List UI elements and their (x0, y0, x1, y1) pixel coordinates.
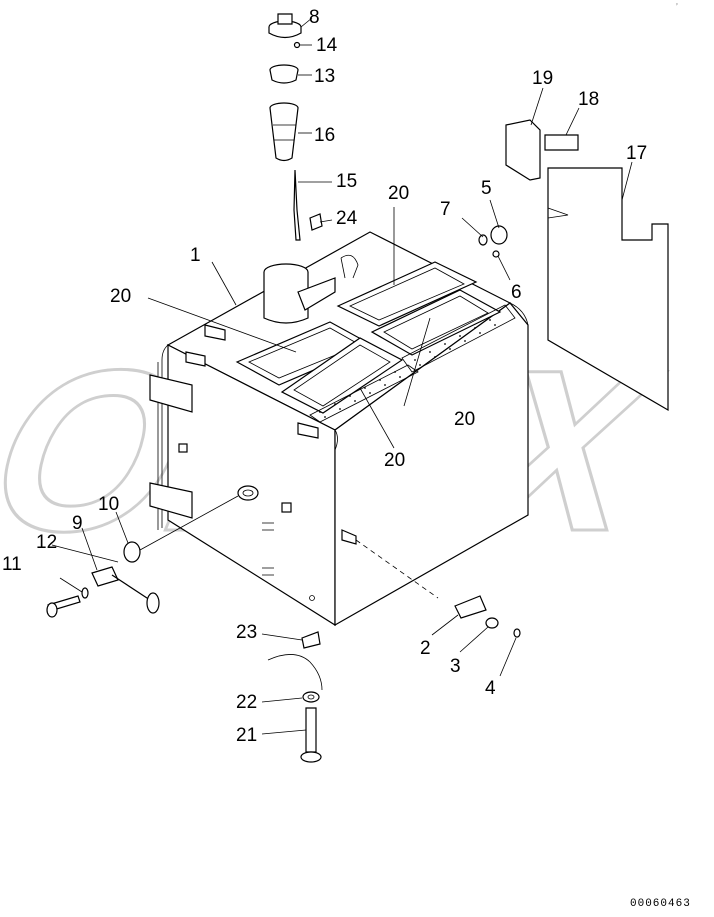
callout-2: 2 (420, 638, 431, 659)
callout-3: 3 (450, 656, 461, 677)
callout-9: 9 (72, 513, 83, 534)
callout-5: 5 (481, 178, 492, 199)
loose-parts (46, 119, 669, 763)
callout-20-top: 20 (388, 183, 409, 204)
callout-12: 12 (36, 532, 57, 553)
cap-assembly (268, 13, 323, 241)
callout-20-left: 20 (110, 286, 131, 307)
callout-13: 13 (314, 66, 335, 87)
callout-15: 15 (336, 171, 357, 192)
callout-20-bottom: 20 (384, 450, 405, 471)
callout-14: 14 (316, 35, 338, 56)
callout-8: 8 (309, 7, 320, 28)
document-code: 00060463 (630, 898, 691, 910)
callout-7: 7 (440, 199, 451, 220)
callout-4: 4 (485, 678, 496, 699)
callout-11: 11 (2, 554, 22, 575)
callout-6: 6 (511, 282, 522, 303)
callout-21: 21 (236, 725, 257, 746)
top-plates (235, 261, 516, 423)
callout-20-right: 20 (454, 409, 475, 430)
callout-23: 23 (236, 622, 257, 643)
callout-18: 18 (578, 89, 599, 110)
callout-labels: 8 14 13 16 15 24 19 18 17 5 7 6 20 1 20 … (2, 7, 647, 746)
corner-mark: ᵖ (676, 2, 678, 8)
leader-lines (51, 17, 633, 735)
callout-16: 16 (314, 125, 335, 146)
callout-24: 24 (336, 208, 358, 229)
callout-17: 17 (626, 143, 647, 164)
callout-22: 22 (236, 692, 257, 713)
callout-19: 19 (532, 68, 553, 89)
callout-10: 10 (98, 494, 119, 515)
callout-1: 1 (190, 245, 201, 266)
